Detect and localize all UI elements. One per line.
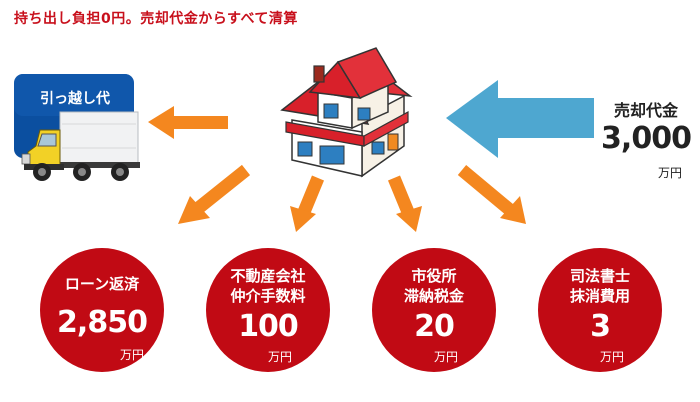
cost-circle-tax [372, 248, 496, 372]
truck-icon [21, 111, 140, 181]
cost-tax-title-line1: 市役所 [411, 267, 457, 285]
cost-loan-unit: 万円 [120, 348, 145, 362]
cost-circle-agency [206, 248, 330, 372]
cost-circle-scrivener [538, 248, 662, 372]
cost-loan: ローン返済 2,850 万円 [40, 248, 164, 372]
cost-scrivener-title-line2: 抹消費用 [569, 287, 630, 305]
sale-amount: 3,000 [601, 121, 692, 156]
arrow-to-tax [387, 175, 422, 232]
cost-circle-loan [40, 248, 164, 372]
cost-agency-amount: 100 [238, 309, 299, 344]
cost-loan-title: ローン返済 [64, 275, 140, 293]
sale-label: 売却代金 [613, 101, 678, 120]
cost-tax-amount: 20 [414, 309, 455, 344]
cost-agency-title-line1: 不動産会社 [230, 267, 306, 285]
cost-tax: 市役所 滞納税金 20 万円 [372, 248, 496, 372]
headline: 持ち出し負担0円。売却代金からすべて清算 [14, 11, 298, 27]
moving-cost-label: 引っ越し代 [40, 91, 110, 107]
cost-loan-amount: 2,850 [57, 305, 148, 340]
arrow-to-scrivener [457, 165, 526, 224]
cost-scrivener: 司法書士 抹消費用 3 万円 [538, 248, 662, 372]
cost-scrivener-amount: 3 [590, 309, 611, 344]
cost-tax-unit: 万円 [434, 350, 459, 364]
cost-agency-title-line2: 仲介手数料 [230, 287, 306, 305]
cost-agency-unit: 万円 [268, 350, 293, 364]
cost-scrivener-title-line1: 司法書士 [569, 267, 630, 285]
sale-inflow-arrow [446, 80, 594, 158]
arrow-to-loan [178, 164, 251, 224]
sale-unit: 万円 [658, 166, 683, 180]
cost-tax-title-line2: 滞納税金 [403, 287, 464, 305]
arrow-to-moving [148, 106, 228, 139]
cost-agency: 不動産会社 仲介手数料 100 万円 [206, 248, 330, 372]
house-icon [280, 47, 413, 178]
arrow-to-agency [290, 175, 325, 232]
cost-scrivener-unit: 万円 [600, 350, 625, 364]
